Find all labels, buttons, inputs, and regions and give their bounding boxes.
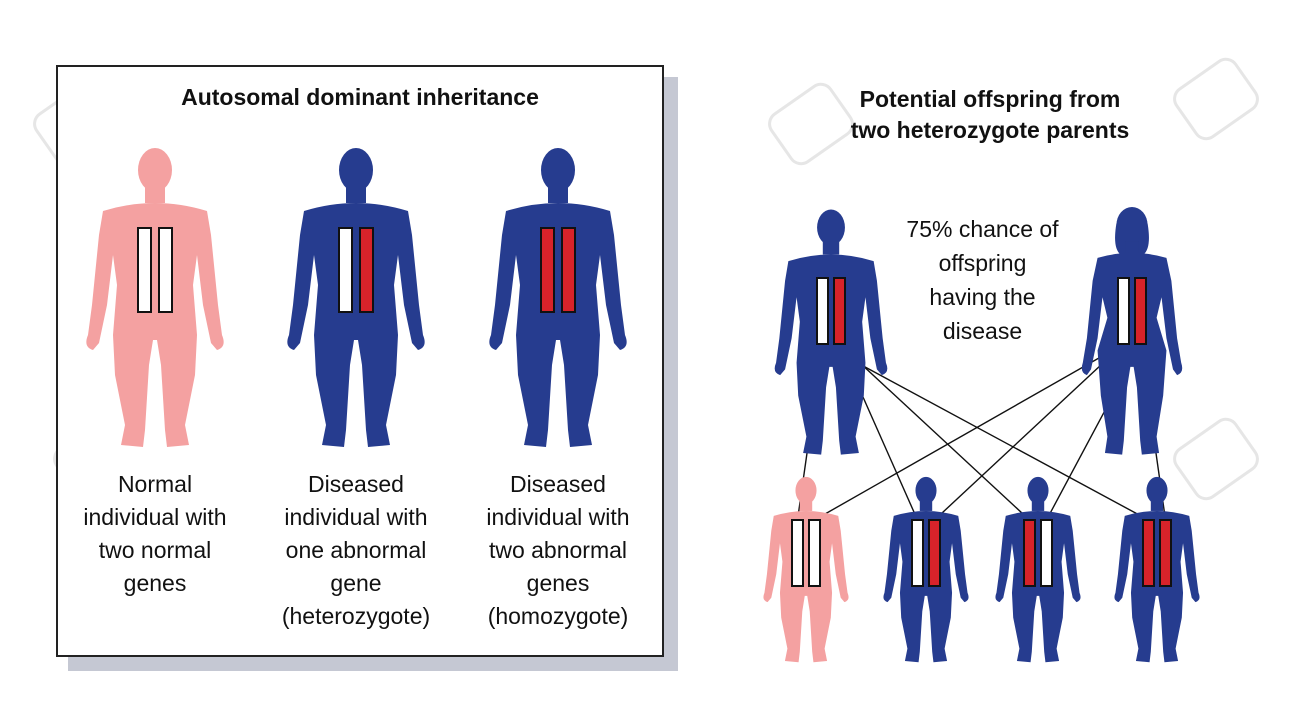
chance-line: 75% chance of <box>906 216 1059 242</box>
human-silhouette-icon <box>763 476 849 663</box>
abnormal-gene-bar <box>928 519 941 587</box>
right-title-line-1: Potential offspring from <box>859 86 1121 112</box>
right-panel-title: Potential offspring from two heterozygot… <box>760 84 1220 146</box>
abnormal-gene-bar <box>1159 519 1172 587</box>
figure-normal <box>86 148 224 447</box>
caption-line: Diseased <box>510 471 606 497</box>
human-silhouette-icon <box>774 209 888 455</box>
normal-gene-bar <box>911 519 924 587</box>
left-panel-title: Autosomal dominant inheritance <box>181 84 539 110</box>
caption-line: genes <box>123 570 187 596</box>
chance-annotation: 75% chance of offspring having the disea… <box>880 212 1085 348</box>
caption-line: individual with <box>83 504 227 530</box>
inheritance-line <box>839 343 1030 521</box>
figure-homozygote <box>489 148 627 447</box>
offspring-child <box>995 476 1081 663</box>
offspring-child <box>1114 476 1200 663</box>
normal-gene-bar <box>791 519 804 587</box>
human-silhouette-icon <box>883 476 969 663</box>
caption-line: individual with <box>284 504 428 530</box>
caption-heterozygote: Diseased individual with one abnormal ge… <box>261 468 451 633</box>
caption-homozygote: Diseased individual with two abnormal ge… <box>463 468 653 633</box>
female-silhouette-icon <box>1081 207 1183 455</box>
normal-gene-bar <box>158 227 173 313</box>
inheritance-line <box>822 343 1149 521</box>
caption-line: one abnormal <box>285 537 427 563</box>
abnormal-gene-bar <box>1023 519 1036 587</box>
parent-father <box>774 209 888 455</box>
human-silhouette-icon <box>1114 476 1200 663</box>
normal-gene-bar <box>1040 519 1053 587</box>
abnormal-gene-bar <box>833 277 846 345</box>
offspring-child <box>883 476 969 663</box>
right-title-line-2: two heterozygote parents <box>850 117 1130 143</box>
figure-heterozygote <box>287 148 425 447</box>
normal-gene-bar <box>1117 277 1130 345</box>
caption-line: two normal <box>98 537 212 563</box>
caption-line: individual with <box>486 504 630 530</box>
offspring-child <box>763 476 849 663</box>
normal-gene-bar <box>816 277 829 345</box>
caption-line: two abnormal <box>488 537 628 563</box>
caption-line: Normal <box>117 471 193 497</box>
parent-mother <box>1081 207 1183 455</box>
caption-normal: Normal individual with two normal genes <box>60 468 250 600</box>
human-silhouette-icon <box>489 148 627 447</box>
people-group <box>86 148 1200 663</box>
normal-gene-bar <box>137 227 152 313</box>
human-silhouette-icon <box>995 476 1081 663</box>
abnormal-gene-bar <box>540 227 555 313</box>
caption-line: (heterozygote) <box>281 603 431 629</box>
inheritance-line <box>934 343 1124 521</box>
caption-line: genes <box>526 570 590 596</box>
caption-line: Diseased <box>308 471 404 497</box>
abnormal-gene-bar <box>1142 519 1155 587</box>
normal-gene-bar <box>808 519 821 587</box>
normal-gene-bar <box>338 227 353 313</box>
abnormal-gene-bar <box>359 227 374 313</box>
caption-line: gene <box>330 570 382 596</box>
inheritance-line <box>814 343 1124 521</box>
caption-line: (homozygote) <box>487 603 629 629</box>
chance-line: offspring <box>938 250 1027 276</box>
abnormal-gene-bar <box>561 227 576 313</box>
human-silhouette-icon <box>86 148 224 447</box>
human-silhouette-icon <box>287 148 425 447</box>
abnormal-gene-bar <box>1134 277 1147 345</box>
chance-line: having the <box>929 284 1036 310</box>
chance-line: disease <box>942 318 1023 344</box>
